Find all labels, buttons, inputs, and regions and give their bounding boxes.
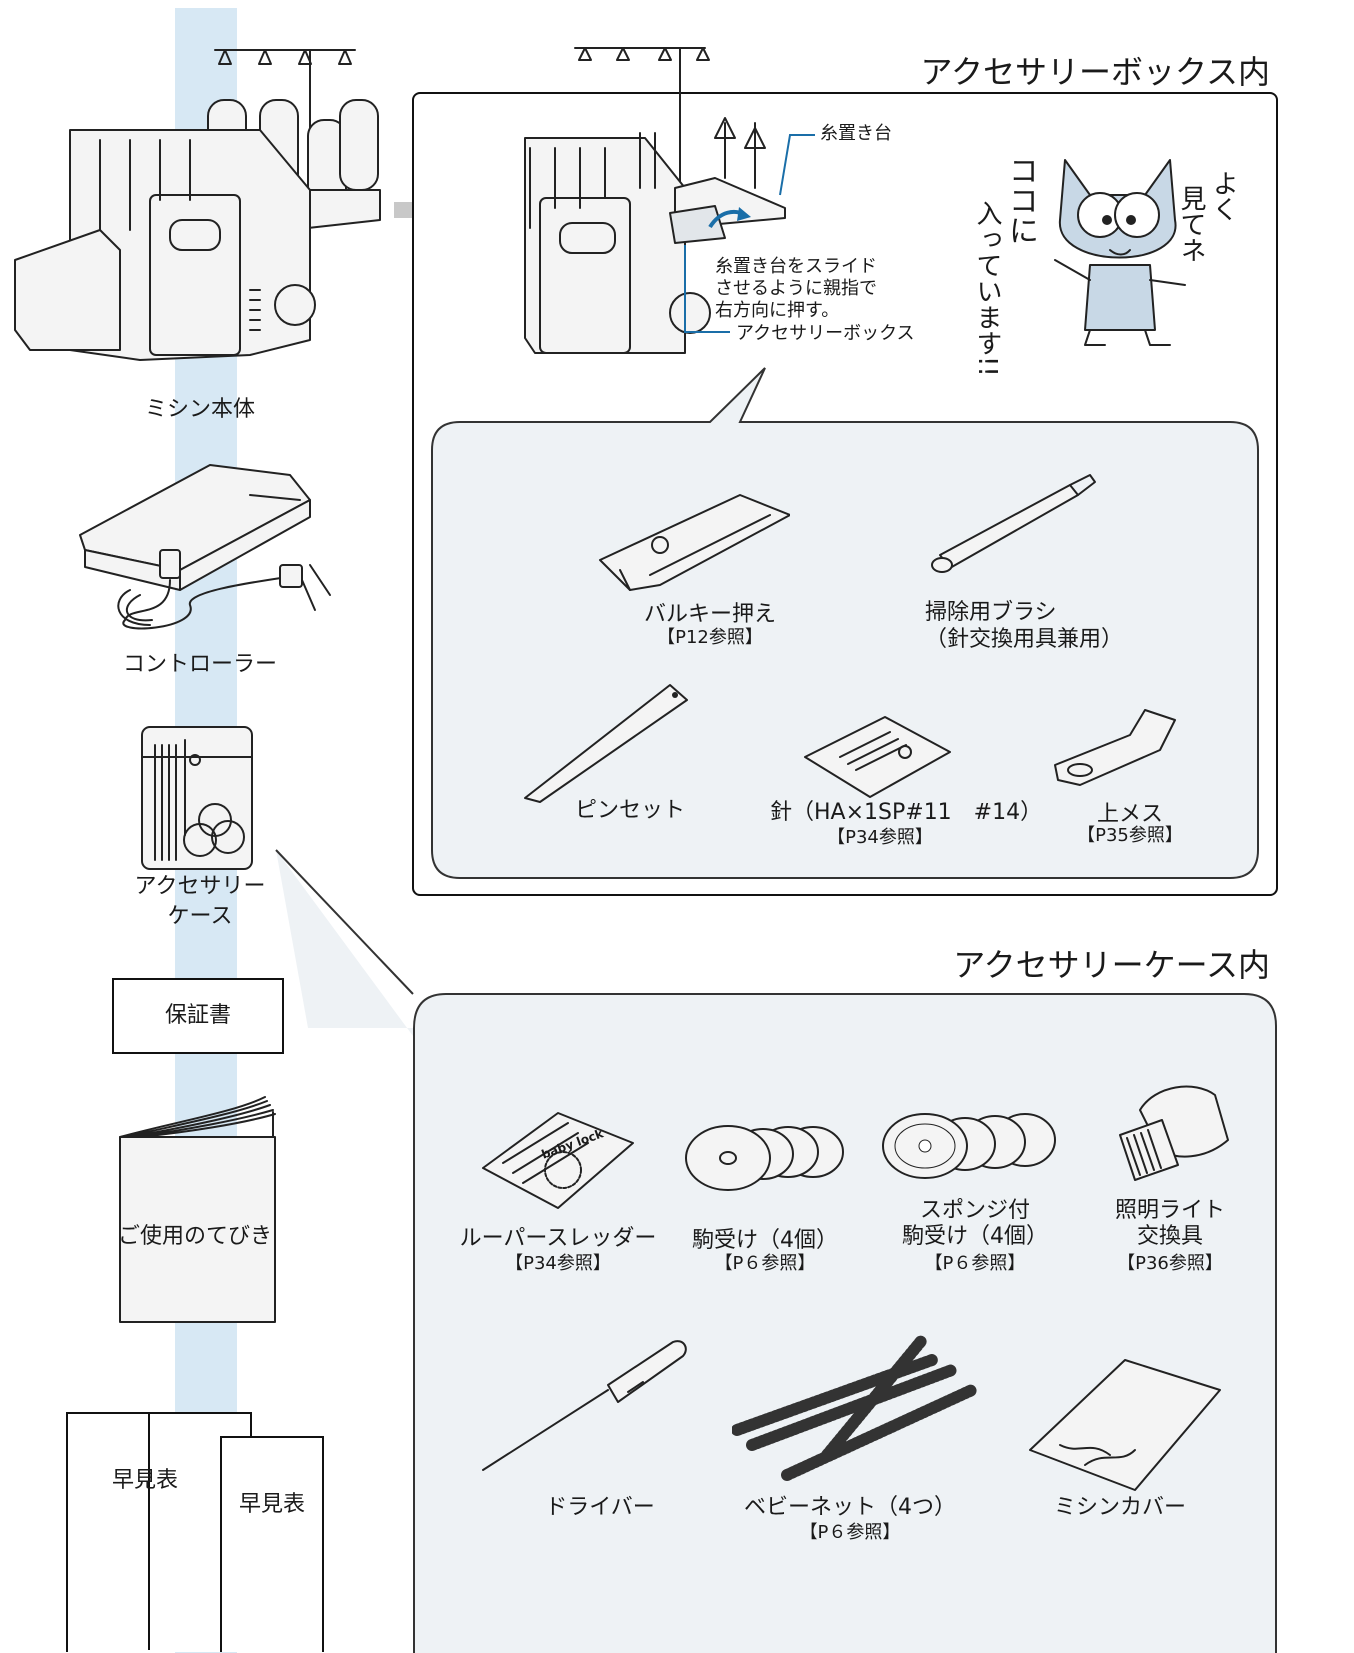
upper-knife-ref: 【P35参照】 bbox=[1077, 825, 1183, 846]
spool-caps-name: 駒受け（4個） bbox=[692, 1228, 838, 1253]
cleaning-brush-illustration bbox=[931, 474, 1096, 573]
cat-mascot-illustration bbox=[1054, 159, 1186, 346]
baby-net-illustration bbox=[732, 1335, 978, 1481]
quick-ref-label-1: 早見表 bbox=[111, 1468, 178, 1493]
bulky-foot-ref: 【P12参照】 bbox=[657, 627, 763, 648]
screwdriver-illustration bbox=[482, 1340, 687, 1471]
baby-net-name: ベビーネット（4つ） bbox=[744, 1495, 956, 1520]
light-changer-name-2: 交換具 bbox=[1136, 1224, 1203, 1249]
looper-threader-ref: 【P34参照】 bbox=[505, 1253, 611, 1274]
upper-knife-name: 上メス bbox=[1096, 802, 1163, 827]
machine-label: ミシン本体 bbox=[144, 397, 255, 422]
callout-accessory-box: アクセサリーボックス bbox=[736, 323, 915, 344]
looper-threader-name: ルーパースレッダー bbox=[459, 1226, 657, 1251]
bulky-foot-illustration bbox=[599, 494, 790, 591]
mascot-text-2: 入っています!! bbox=[972, 200, 1002, 377]
light-changer-ref: 【P36参照】 bbox=[1117, 1253, 1223, 1274]
accessory-box-title: アクセサリーボックス内 bbox=[920, 53, 1270, 91]
mascot-text-1: ココに bbox=[1003, 155, 1038, 245]
upper-knife-illustration bbox=[1054, 709, 1176, 786]
cleaning-brush-name-2: （針交換用具兼用） bbox=[925, 627, 1124, 652]
callout-thread-stand: 糸置き台 bbox=[820, 123, 892, 144]
machine-cover-illustration bbox=[1029, 1359, 1221, 1491]
screwdriver-name: ドライバー bbox=[545, 1495, 655, 1520]
spool-caps-illustration bbox=[685, 1125, 844, 1191]
accessory-case-label-2: ケース bbox=[167, 904, 233, 929]
accessory-case-label-1: アクセサリー bbox=[134, 874, 266, 899]
machine-cover-name: ミシンカバー bbox=[1053, 1495, 1186, 1520]
needle-packet-illustration bbox=[804, 716, 951, 798]
warranty-card: 保証書 bbox=[112, 978, 284, 1054]
light-changer-illustration bbox=[1119, 1085, 1229, 1181]
sponge-caps-name: スポンジ付 bbox=[919, 1198, 1030, 1223]
tweezers-name: ピンセット bbox=[574, 798, 685, 823]
sponge-caps-ref: 【P６参照】 bbox=[924, 1253, 1026, 1274]
baby-net-ref: 【P６参照】 bbox=[799, 1522, 901, 1543]
slide-direction-arrow-icon bbox=[708, 207, 751, 229]
foot-controller-illustration bbox=[79, 464, 331, 630]
accessory-case-illustration bbox=[141, 726, 253, 870]
mascot-text-4: 見てネ bbox=[1176, 185, 1206, 263]
manual-title: ご使用のてびき bbox=[117, 1224, 272, 1249]
needle-name: 針（HA×1SP#11 #14） bbox=[770, 800, 1043, 825]
needle-ref: 【P34参照】 bbox=[827, 827, 933, 848]
instruction-line-2: させるように親指で bbox=[715, 278, 877, 299]
quick-ref-card-front bbox=[220, 1436, 324, 1652]
instruction-line-1: 糸置き台をスライド bbox=[715, 256, 877, 277]
bulky-foot-name: バルキー押え bbox=[643, 602, 776, 627]
looper-threader-illustration bbox=[482, 1112, 634, 1209]
mascot-text-3: よく bbox=[1208, 170, 1238, 222]
machine-thread-stand-illustration bbox=[524, 47, 786, 354]
light-changer-name: 照明ライト bbox=[1114, 1198, 1225, 1223]
quick-ref-fold bbox=[148, 1412, 150, 1650]
accessory-case-contents-panel bbox=[275, 849, 1277, 1653]
quick-ref-label-2: 早見表 bbox=[238, 1492, 305, 1517]
controller-label: コントローラー bbox=[122, 652, 277, 677]
callout-lines bbox=[684, 134, 815, 333]
spool-caps-ref: 【P６参照】 bbox=[714, 1253, 816, 1274]
accessory-case-title: アクセサリーケース内 bbox=[953, 946, 1270, 984]
cleaning-brush-name: 掃除用ブラシ bbox=[925, 600, 1057, 625]
tweezers-illustration bbox=[524, 684, 688, 803]
manual-booklet-illustration bbox=[119, 1096, 276, 1323]
sponge-caps-name-2: 駒受け（4個） bbox=[902, 1224, 1048, 1249]
sewing-machine-illustration bbox=[14, 49, 381, 361]
sponge-spool-caps-illustration bbox=[882, 1113, 1056, 1179]
instruction-line-3: 右方向に押す。 bbox=[715, 300, 840, 321]
